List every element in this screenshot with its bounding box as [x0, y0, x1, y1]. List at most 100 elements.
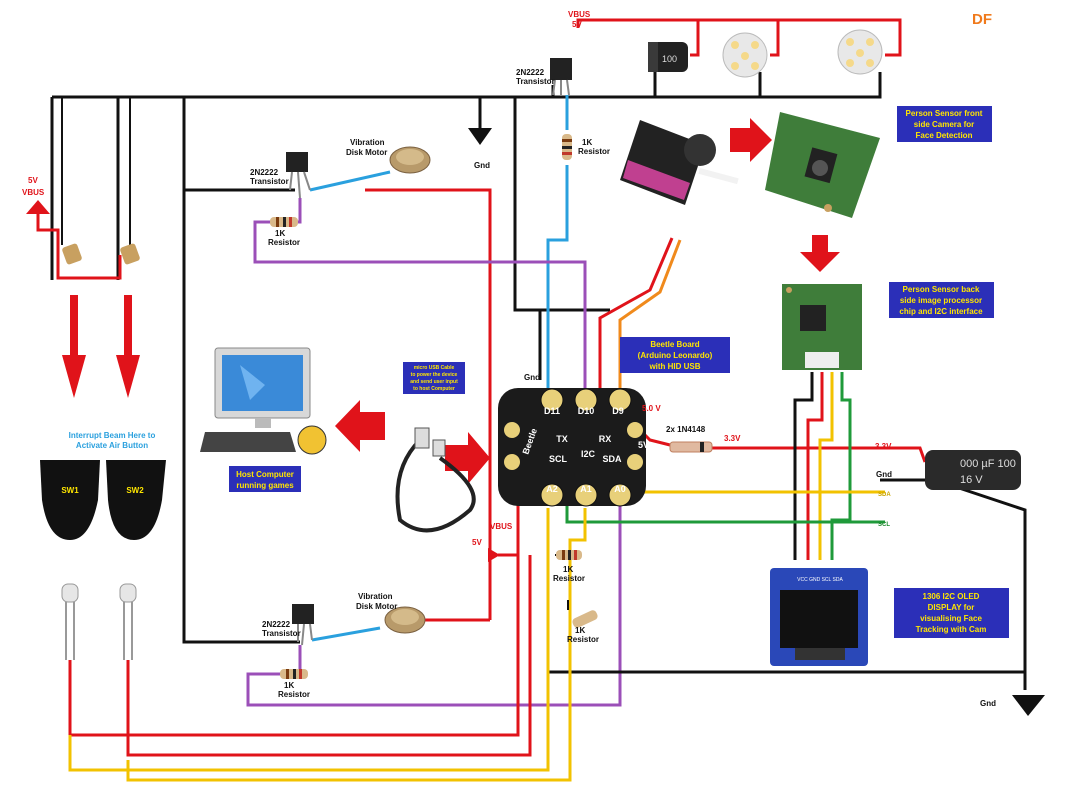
vbus-arrow-board [488, 548, 500, 562]
transistor-mid [286, 152, 311, 199]
person-sensor-back [782, 284, 862, 370]
resistor-board-1 [556, 550, 582, 560]
svg-text:5V: 5V [572, 20, 582, 29]
svg-text:SW1: SW1 [61, 486, 79, 495]
capacitor-right: 000 µF 100 16 V [925, 450, 1021, 490]
svg-text:Vibration: Vibration [358, 592, 393, 601]
gnd-top-rail [52, 72, 882, 99]
svg-text:micro USB Cable: micro USB Cable [414, 365, 455, 371]
air-button-sw1: SW1 [40, 460, 100, 540]
oled-info-box [894, 588, 1009, 638]
resistor-top [562, 134, 572, 160]
beetle-board: D11 D10 D9 TX RX I2C SCL SDA A2 A1 A0 Be… [498, 388, 649, 507]
svg-text:TX: TX [556, 434, 568, 444]
svg-text:3.3V: 3.3V [875, 442, 892, 451]
svg-text:1K: 1K [582, 138, 592, 147]
svg-text:side image processor: side image processor [900, 296, 982, 305]
label-boxes: micro USB Cable to power the device and … [229, 106, 1009, 638]
svg-text:1306 I2C OLED: 1306 I2C OLED [923, 592, 980, 601]
svg-text:Host Computer: Host Computer [236, 470, 294, 479]
svg-text:I2C: I2C [581, 449, 596, 459]
mouse [297, 425, 327, 455]
vibration-motor-top [389, 146, 431, 174]
svg-text:A2: A2 [546, 484, 558, 494]
oled-display: VCC GND SCL SDA [770, 568, 868, 666]
svg-text:Gnd: Gnd [474, 161, 490, 170]
svg-text:SDA: SDA [878, 492, 891, 498]
svg-text:Activate Air Button: Activate Air Button [76, 441, 148, 450]
svg-text:Resistor: Resistor [553, 574, 585, 583]
svg-text:Interrupt Beam Here to: Interrupt Beam Here to [69, 431, 156, 440]
usb-cable [395, 427, 476, 533]
svg-text:to power the device: to power the device [411, 372, 458, 378]
svg-text:Resistor: Resistor [278, 690, 310, 699]
svg-text:Transistor: Transistor [516, 77, 555, 86]
svg-text:and send user input: and send user input [410, 379, 458, 385]
svg-text:Transistor: Transistor [262, 629, 301, 638]
svg-text:running games: running games [236, 481, 294, 490]
ir-sensor-2 [120, 243, 140, 265]
svg-text:2x 1N4148: 2x 1N4148 [666, 425, 706, 434]
svg-text:Gnd: Gnd [980, 699, 996, 708]
svg-text:2N2222: 2N2222 [250, 168, 279, 177]
svg-text:D11: D11 [544, 406, 560, 416]
vibration-motor-bottom [384, 606, 426, 634]
diode [669, 441, 713, 453]
resistor-mid [270, 217, 298, 227]
svg-text:5V: 5V [28, 176, 38, 185]
svg-text:1K: 1K [284, 681, 294, 690]
svg-text:SW2: SW2 [126, 486, 144, 495]
svg-text:VBUS: VBUS [568, 10, 591, 19]
transistor-bottom [292, 604, 314, 646]
ps-back-box [889, 282, 994, 318]
svg-text:Person Sensor back: Person Sensor back [903, 285, 980, 294]
svg-text:D9: D9 [612, 406, 624, 416]
svg-text:to host Computer: to host Computer [413, 386, 455, 392]
svg-text:Transistor: Transistor [250, 177, 289, 186]
capacitor-top: 100 [648, 42, 688, 72]
svg-text:A1: A1 [580, 484, 592, 494]
svg-text:RX: RX [599, 434, 612, 444]
svg-text:5V: 5V [472, 538, 482, 547]
svg-text:SDA: SDA [602, 454, 622, 464]
host-computer [200, 347, 327, 455]
ir-led-1 [61, 583, 79, 660]
svg-text:side Camera for: side Camera for [914, 120, 974, 129]
gnd-arrow-bottom [1012, 695, 1045, 716]
svg-text:VCC GND SCL SDA: VCC GND SCL SDA [797, 577, 843, 583]
svg-text:3.3V: 3.3V [724, 434, 741, 443]
arrow-to-computer [335, 400, 385, 452]
svg-text:VBUS: VBUS [490, 522, 513, 531]
transistor-top [550, 58, 572, 96]
arrow-down-left-2 [116, 295, 140, 398]
svg-text:1K: 1K [275, 229, 285, 238]
svg-text:1K: 1K [563, 565, 573, 574]
svg-text:visualising Face: visualising Face [920, 614, 982, 623]
svg-text:100: 100 [662, 54, 677, 64]
text-labels: DF VBUS 5V 2N2222 Transistor 1K Resistor… [22, 10, 996, 708]
servo-motor [620, 120, 739, 205]
svg-text:Disk Motor: Disk Motor [356, 602, 397, 611]
svg-text:Vibration: Vibration [350, 138, 385, 147]
svg-text:(Arduino Leonardo): (Arduino Leonardo) [638, 351, 713, 360]
gnd-arrow-top [468, 128, 492, 145]
svg-text:with HID USB: with HID USB [648, 362, 700, 371]
svg-text:VBUS: VBUS [22, 188, 45, 197]
ir-sensor-1 [62, 243, 82, 265]
svg-text:Beetle Board: Beetle Board [650, 340, 699, 349]
svg-text:chip and I2C interface: chip and I2C interface [899, 307, 983, 316]
svg-text:000 µF 100: 000 µF 100 [960, 458, 1016, 470]
svg-text:Disk Motor: Disk Motor [346, 148, 387, 157]
svg-text:Tracking with Cam: Tracking with Cam [916, 625, 987, 634]
air-button-sw2: SW2 [106, 460, 166, 540]
keyboard [200, 432, 296, 452]
arrow-to-board [445, 432, 490, 484]
beetle-info-box [620, 337, 730, 373]
arrows [26, 118, 1045, 716]
arrow-down-left-1 [62, 295, 86, 398]
svg-text:2N2222: 2N2222 [262, 620, 291, 629]
svg-text:Person Sensor front: Person Sensor front [906, 109, 983, 118]
led-board-2 [837, 29, 883, 75]
